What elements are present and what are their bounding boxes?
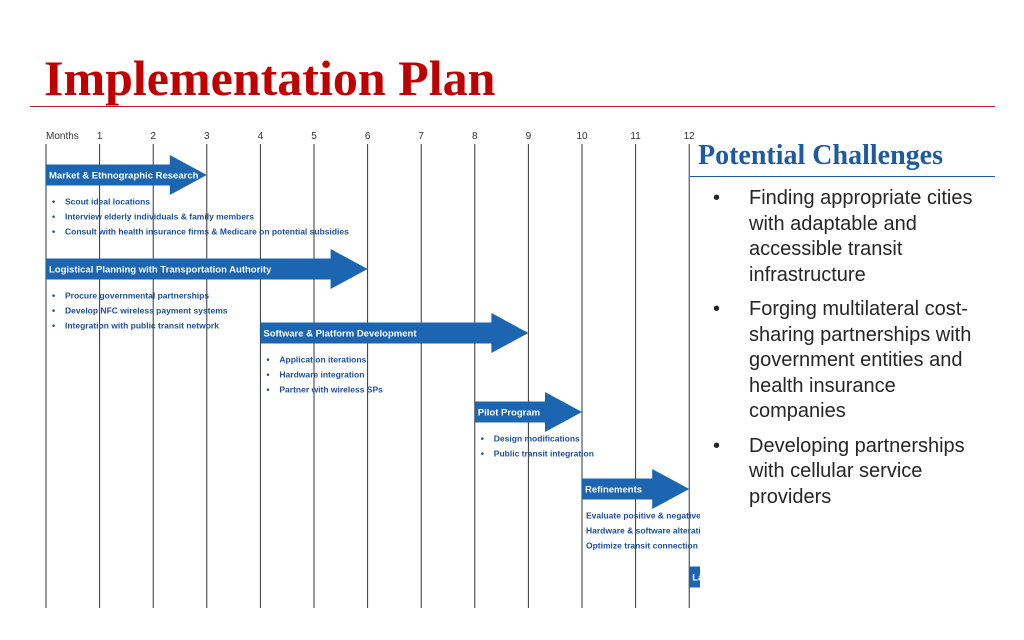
- bullet-marker: •: [713, 434, 721, 457]
- task-bullet: •: [52, 321, 55, 331]
- bullet-marker: •: [713, 187, 721, 209]
- month-tick-label: 1: [97, 131, 103, 142]
- task-bullet: •: [52, 306, 55, 316]
- months-label: Months: [46, 131, 79, 142]
- month-tick-label: 3: [204, 131, 210, 142]
- month-tick-label: 6: [365, 131, 371, 142]
- task-text: Public transit integration: [494, 449, 594, 459]
- challenges-panel: Potential Challenges • Finding appropriat…: [690, 136, 995, 519]
- task-bullet: •: [481, 449, 484, 459]
- phase-label: Refinements: [585, 485, 642, 496]
- challenge-item: • Finding appropriate cities with adaptab…: [690, 186, 989, 288]
- task-text: Develop NFC wireless payment systems: [65, 306, 228, 316]
- challenges-list: • Finding appropriate cities with adaptab…: [690, 186, 995, 510]
- phase-arrow: [260, 313, 529, 353]
- challenge-text: Forging multilateral cost-sharing partne…: [749, 298, 972, 422]
- task-text: Partner with wireless SPs: [279, 385, 383, 395]
- month-tick-label: 10: [576, 131, 588, 142]
- phase-label: Market & Ethnographic Research: [49, 171, 199, 182]
- month-tick-label: 7: [418, 131, 424, 142]
- month-tick-label: 12: [684, 131, 696, 142]
- task-bullet: •: [266, 385, 269, 395]
- task-text: Evaluate positive & negative outcomes: [586, 511, 700, 521]
- task-text: Integration with public transit network: [65, 321, 219, 331]
- challenges-divider: [690, 176, 995, 177]
- month-tick-label: 11: [630, 131, 641, 142]
- page-title: Implementation Plan: [44, 50, 496, 106]
- task-text: Procure governmental partnerships: [65, 291, 209, 301]
- challenges-heading: Potential Challenges: [698, 140, 943, 171]
- title-divider: [30, 106, 995, 107]
- month-tick-label: 9: [526, 131, 532, 142]
- task-bullet: •: [266, 355, 269, 365]
- month-tick-label: 2: [150, 131, 156, 142]
- task-bullet: •: [481, 434, 484, 444]
- task-bullet: •: [266, 370, 269, 380]
- task-text: Interview elderly individuals & family m…: [65, 212, 254, 222]
- phase-arrow: [46, 155, 207, 195]
- task-text: Hardware integration: [279, 370, 364, 380]
- phase-arrow: [689, 566, 700, 588]
- phase-label: Launch: [692, 573, 700, 584]
- phase-label: Software & Platform Development: [263, 329, 417, 340]
- month-tick-label: 5: [311, 131, 317, 142]
- challenge-text: Developing partnerships with cellular se…: [749, 434, 965, 508]
- task-text: Design modifications: [494, 434, 580, 444]
- task-text: Optimize transit connection points: [586, 541, 700, 551]
- bullet-marker: •: [713, 298, 721, 320]
- phase-arrow: [46, 249, 368, 289]
- challenge-text: Finding appropriate cities with adaptabl…: [749, 187, 973, 286]
- task-bullet: •: [52, 291, 55, 301]
- task-text: Application iterations: [279, 355, 366, 365]
- challenge-item: • Forging multilateral cost-sharing partn…: [690, 297, 989, 425]
- phase-label: Logistical Planning with Transportation …: [49, 265, 272, 276]
- task-bullet: •: [52, 212, 55, 222]
- month-tick-label: 4: [258, 131, 264, 142]
- task-bullet: •: [52, 227, 55, 237]
- phase-arrow: [474, 392, 582, 432]
- task-text: Hardware & software alterations: [586, 526, 700, 536]
- phase-arrow: [582, 469, 690, 509]
- task-text: Consult with health insurance firms & Me…: [65, 227, 349, 237]
- month-tick-label: 8: [472, 131, 478, 142]
- task-text: Scout ideal locations: [65, 197, 150, 207]
- challenge-item: • Developing partnerships with cellular s…: [690, 434, 989, 511]
- phase-label: Pilot Program: [478, 408, 540, 419]
- task-bullet: •: [52, 197, 55, 207]
